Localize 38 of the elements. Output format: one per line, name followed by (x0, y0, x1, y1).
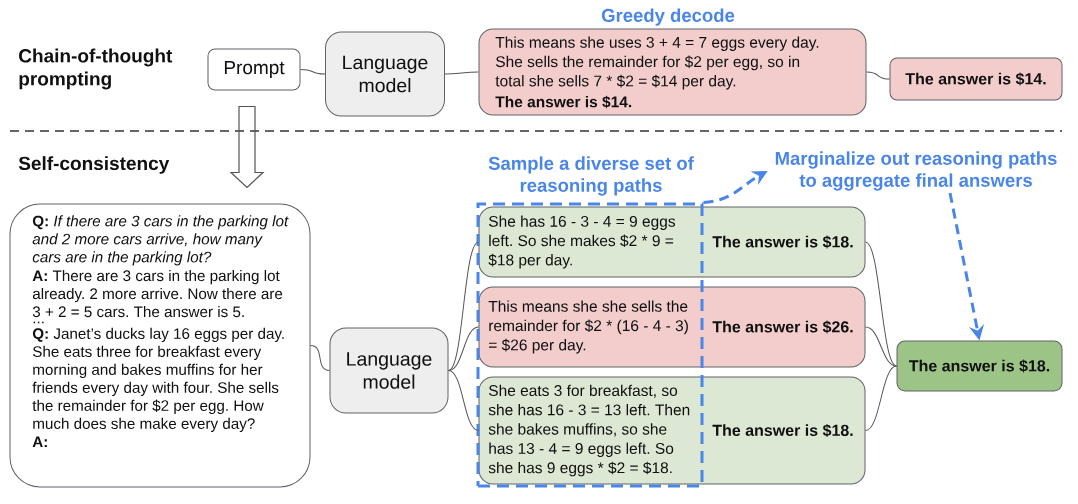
connector-line (866, 71, 890, 80)
answer-text: The answer is $26. (712, 320, 853, 334)
answer-text: The answer is $18. (712, 423, 853, 438)
path-box (478, 376, 866, 485)
model-box: Language model (329, 327, 449, 414)
model-box: Language model (325, 31, 445, 117)
path-box (478, 206, 866, 278)
path-box (478, 286, 866, 368)
step-label: Marginalize out reasoning paths to aggregate final answers (775, 151, 1057, 191)
question-text: Q: If there are 3 cars in the parking lot and 2 more cars arrive, how many cars are in the parking lot? (32, 215, 289, 266)
section-label: Self-consistency (18, 156, 170, 174)
answer-text: The answer is $14. (495, 95, 632, 109)
reasoning-text: This means she uses 3 + 4 = 7 eggs every day. She sells the remainder for $2 per egg, so in total she sells 7 * $2 = $14 per day. (495, 36, 819, 90)
connector-line (865, 365, 897, 431)
prompt-box: Prompt (207, 48, 301, 91)
reasoning-text: This means she she sells the remainder for $2 * (16 - 4 - 3) = $26 per day. (488, 300, 688, 354)
ellipsis: ... (33, 321, 44, 324)
answer-label: A: (32, 436, 47, 447)
answer-text: The answer is $18. (712, 235, 853, 249)
final-answer-box: The answer is $18. (896, 340, 1063, 392)
question-text: Q: Janet’s ducks lay 16 eggs per day. She eats three for breakfast every morning and bakes muffins for her friends every day with four. She sells the remainder for $2 per egg. How much does she make every day? (32, 327, 284, 432)
method-label: Greedy decode (601, 8, 735, 26)
connector-line (865, 326, 897, 367)
answer-text: A: There are 3 cars in the parking lot already. 2 more arrive. Now there are 3 + 2 = 5 cars. The answer is 5. (32, 269, 283, 318)
connector-line (300, 69, 326, 75)
section-label: Chain-of-thought prompting (19, 48, 173, 90)
connector-line (444, 71, 479, 75)
prompt-box (9, 203, 311, 488)
block-arrow (229, 105, 265, 189)
connector-line (865, 241, 897, 367)
connector-line (448, 326, 479, 371)
reasoning-text: She has 16 - 3 - 4 = 9 eggs left. So she makes $2 * 9 = $18 per day. (488, 215, 675, 269)
connector-line (310, 345, 330, 371)
answer-box: The answer is $14. (889, 57, 1063, 101)
step-label: Sample a diverse set of reasoning paths (488, 156, 694, 196)
reasoning-text: She eats 3 for breakfast, so she has 16 - 3 = 13 left. Then she bakes muffins, so she has 13 - 4 = 9 eggs left. So she has 9 eggs * $2 = $18. (488, 384, 690, 477)
connector-line (448, 241, 479, 371)
connector-line (448, 370, 479, 431)
